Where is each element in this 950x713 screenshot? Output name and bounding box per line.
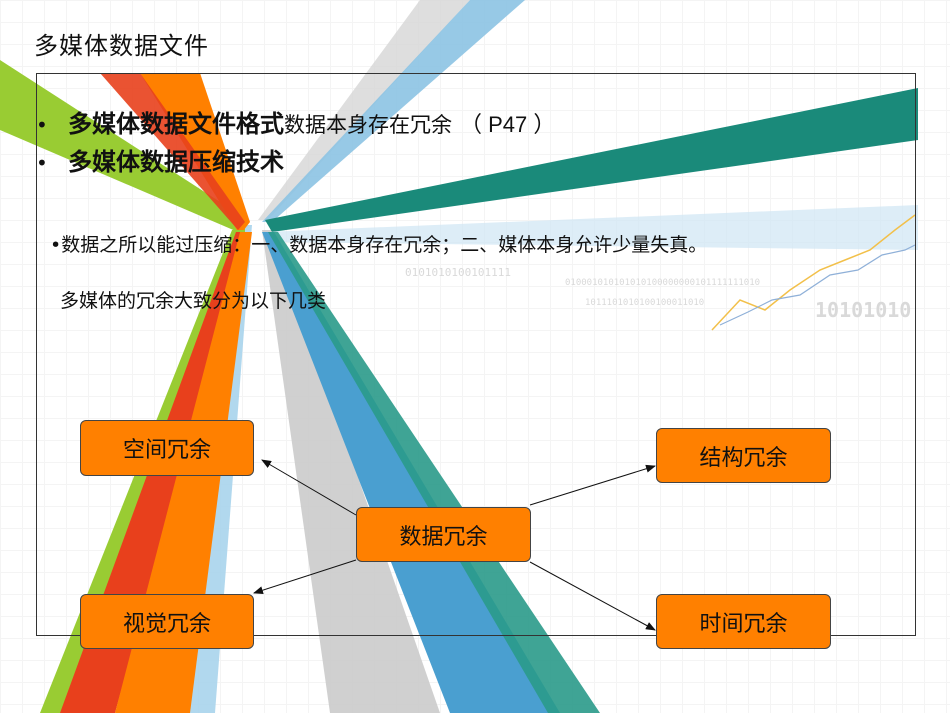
stock-line-2 [719,244,916,326]
binary-decor-3: 1011101010100100011010 [585,298,705,308]
node-temporal-redundancy: 时间冗余 [656,594,831,649]
bullet-2-strong: 多媒体数据压缩技术 [68,148,284,176]
stock-line [711,214,916,331]
bullet-dot: • [36,151,48,175]
bullet-2: • 多媒体数据压缩技术 [36,142,284,177]
slide-title: 多媒体数据文件 [34,32,209,60]
bullet-1: • 多媒体数据文件格式 数据本身存在冗余 （ P47 ） [36,104,555,139]
ray-teal-right [265,88,918,232]
body-line-2: 多媒体的冗余大致分为以下几类 [60,290,327,312]
node-visual-redundancy: 视觉冗余 [80,594,254,649]
binary-decor-1: 0101010100101111 [405,266,511,279]
body-line-1: •数据之所以能过压缩：一、数据本身存在冗余；二、媒体本身允许少量失真。 [50,234,708,256]
binary-decor-2: 010001010101010100000000101111111010 [565,278,761,288]
binary-decor-4: 10101010 [815,298,912,322]
ray-gray-top [258,0,470,220]
ray-red-upper [100,73,245,230]
node-spatial-redundancy: 空间冗余 [80,420,254,476]
bullet-dot: • [36,113,48,137]
node-data-redundancy: 数据冗余 [356,507,531,562]
ray-lime-upper [0,60,245,235]
ray-blue-right [265,205,918,250]
bullet-1-normal: 数据本身存在冗余 [284,113,452,137]
bullet-1-strong: 多媒体数据文件格式 [68,110,284,138]
node-structural-redundancy: 结构冗余 [656,428,831,483]
ray-blue-top [262,0,525,222]
ray-teal-down [268,232,600,713]
content-frame [36,73,916,636]
bullet-1-ref: （ P47 ） [460,112,556,137]
